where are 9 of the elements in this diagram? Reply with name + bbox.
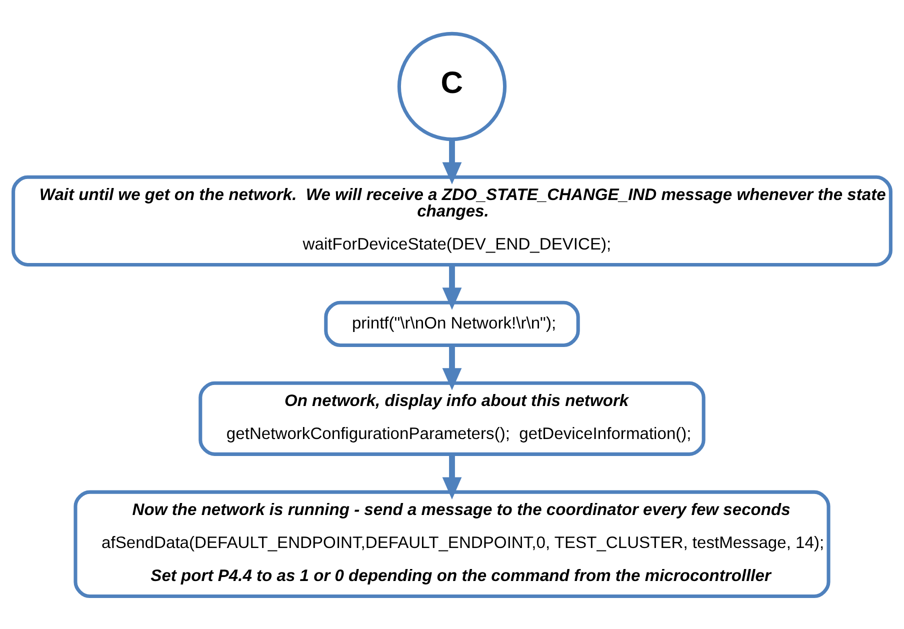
node-circle: C — [397, 31, 507, 141]
node-box: Wait until we get on the network. We will receive a ZDO_STATE_CHANGE_IND message whenever the state changes. waitForDeviceState(DEV_END_DEVICE); — [12, 174, 892, 266]
node-box: Now the network is running - send a message to the coordinator every few seconds afSendData(DEFAULT_ENDPOINT,DEFAULT_ENDPOINT,0, TEST_CLUSTER, testMessage, 14); Set port P4.4 to as 1 or 0 depending on the command from the microcontrolller — [74, 490, 830, 598]
node-box: On network, display info about this network getNetworkConfigurationParameters(); getDeviceInformation(); — [198, 380, 706, 456]
node-box: printf("\r\nOn Network!\r\n"); — [324, 300, 580, 347]
arrow — [442, 345, 462, 390]
arrow — [442, 139, 462, 184]
arrow — [442, 264, 462, 310]
arrow — [442, 454, 462, 499]
